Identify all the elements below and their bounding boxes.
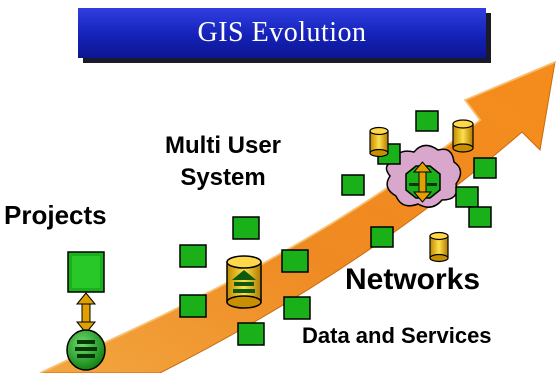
multi-user-system-label: Multi User System bbox=[165, 130, 281, 194]
network-database-icons bbox=[369, 119, 474, 263]
multi-user-green-nodes bbox=[179, 216, 311, 346]
networks-label: Networks bbox=[345, 263, 481, 296]
network-green-nodes bbox=[341, 110, 497, 248]
projects-node bbox=[67, 251, 105, 293]
network-hub-icon bbox=[405, 161, 441, 203]
multi-user-database-icon bbox=[226, 255, 262, 309]
diagram-title: GIS Evolution bbox=[197, 17, 367, 48]
title-banner: GIS Evolution bbox=[78, 8, 486, 58]
data-and-services-label: Data and Services bbox=[302, 323, 492, 348]
projects-label: Projects bbox=[4, 200, 107, 230]
multi-user-label-line2: System bbox=[180, 164, 266, 191]
projects-data-disc-icon bbox=[66, 329, 106, 371]
projects-double-arrow-icon bbox=[75, 292, 97, 334]
multi-user-label-line1: Multi User bbox=[165, 132, 282, 159]
